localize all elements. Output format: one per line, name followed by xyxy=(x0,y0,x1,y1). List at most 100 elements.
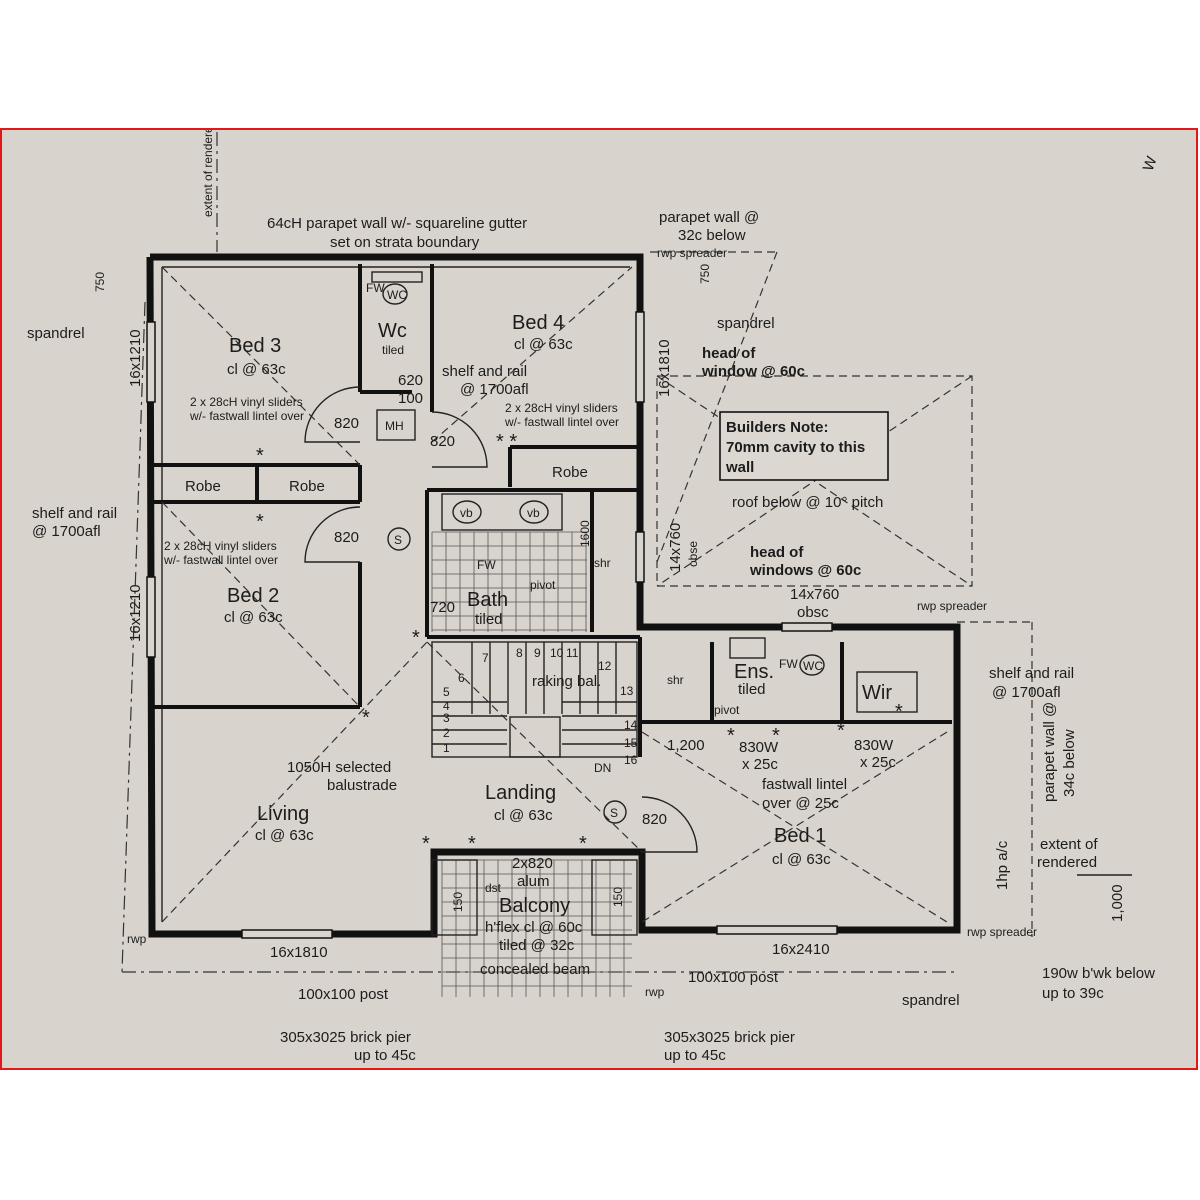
window-ens-side: 14x760 xyxy=(667,523,684,572)
raking-balustrade: raking bal. xyxy=(532,673,601,690)
asterisk-wir-1: * xyxy=(837,720,845,742)
asterisk-living: * xyxy=(362,707,370,729)
asterisk-balcony-1: * xyxy=(422,833,430,855)
asterisk-robe-bottom: * xyxy=(256,511,264,533)
obse-label: obse xyxy=(686,541,700,567)
balustrade-2: balustrade xyxy=(327,777,397,794)
asterisk-balcony-3: * xyxy=(579,833,587,855)
dim-150-left: 150 xyxy=(451,892,465,912)
shelf-rail-bed4-2: @ 1700afl xyxy=(460,381,529,398)
stair-step-number: 13 xyxy=(620,684,634,698)
asterisk-ens-2: * xyxy=(772,725,780,747)
door-swings xyxy=(304,386,698,853)
head-window-2: window @ 60c xyxy=(701,363,805,380)
wc-tiled: tiled xyxy=(382,343,404,357)
fixtures xyxy=(371,271,918,936)
balcony-tiled: tiled @ 32c xyxy=(499,937,575,954)
stair-step-number: 5 xyxy=(443,685,450,699)
robe-left: Robe xyxy=(185,478,221,495)
rwp-spreader-top: rwp spreader xyxy=(657,246,727,260)
window-bed2: 16x1210 xyxy=(127,584,144,642)
wc-symbol-upper: WC xyxy=(387,288,407,302)
bed1-ceiling: cl @ 63c xyxy=(772,851,831,868)
balcony-name: Balcony xyxy=(499,895,570,917)
fastwall-note-2: over @ 25c xyxy=(762,795,839,812)
stair-step-number: 15 xyxy=(624,736,638,750)
window-14x760: 14x760 xyxy=(790,586,839,603)
head-windows-1: head of xyxy=(750,544,804,561)
stair-step-number: 12 xyxy=(598,659,612,673)
ens-tiled: tiled xyxy=(738,681,766,698)
smoke-detector-1-label: S xyxy=(394,533,402,547)
vanity-basin-1: vb xyxy=(460,506,473,520)
wc-symbol-ensuite: WC xyxy=(803,659,823,673)
vanity-basin-2: vb xyxy=(527,506,540,520)
builders-note-title: Builders Note: xyxy=(726,419,829,436)
floor-plan: W extent of rendered 64cH parapet wall w… xyxy=(27,130,1161,1064)
spandrel-left: spandrel xyxy=(27,325,85,342)
sliders-b-2: w/- fastwall lintel over xyxy=(504,415,619,429)
door-820-bed1: 820 xyxy=(642,811,667,828)
drawing-sheet: W extent of rendered 64cH parapet wall w… xyxy=(0,128,1198,1070)
ens-name: Ens. xyxy=(734,661,774,683)
dim-1200: 1,200 xyxy=(667,737,705,754)
extent-rendered-right-2: rendered xyxy=(1037,854,1097,871)
door-alum: alum xyxy=(517,873,550,890)
rwp-spreader-bottom: rwp spreader xyxy=(967,925,1037,939)
bed3-ceiling: cl @ 63c xyxy=(227,361,286,378)
interior-walls xyxy=(152,264,952,757)
opening-830w-a-height: x 25c xyxy=(742,756,778,773)
sliders-a-2: w/- fastwall lintel over xyxy=(189,409,304,423)
opening-830w-b: 830W xyxy=(854,737,894,754)
stair-step-number: 14 xyxy=(624,718,638,732)
pivot-bath: pivot xyxy=(530,578,556,592)
head-window-1: head of xyxy=(702,345,756,362)
pier-left-1: 305x3025 brick pier xyxy=(280,1029,411,1046)
landing-name: Landing xyxy=(485,782,556,804)
dim-620: 620 xyxy=(398,372,423,389)
stair-step-number: 9 xyxy=(534,646,541,660)
obsc-label: obsc xyxy=(797,604,829,621)
asterisk-stair: * xyxy=(412,627,420,649)
asterisk-ens-1: * xyxy=(727,725,735,747)
stair-step-number: 16 xyxy=(624,753,638,767)
spandrel-right: spandrel xyxy=(717,315,775,332)
pier-right-2: up to 45c xyxy=(664,1047,726,1064)
stair-step-number: 2 xyxy=(443,726,450,740)
manhole-label: MH xyxy=(385,419,404,433)
door-820-bed2: 820 xyxy=(334,529,359,546)
smoke-detector-2-label: S xyxy=(610,806,618,820)
opening-830w-a: 830W xyxy=(739,739,779,756)
window-bed3: 16x1210 xyxy=(127,329,144,387)
builders-note-line3: wall xyxy=(725,459,754,476)
bed3-name: Bed 3 xyxy=(229,335,281,357)
stair-step-number: 10 xyxy=(550,646,564,660)
opening-830w-b-height: x 25c xyxy=(860,754,896,771)
rwp-balcony: rwp xyxy=(645,985,665,999)
fastwall-note-1: fastwall lintel xyxy=(762,776,847,793)
post-left: 100x100 post xyxy=(298,986,389,1003)
dim-750-left: 750 xyxy=(93,272,107,292)
ac-unit-label: 1hp a/c xyxy=(994,840,1011,890)
sliders-b-1: 2 x 28cH vinyl sliders xyxy=(505,401,618,415)
balcony-ceiling: h'flex cl @ 60c xyxy=(485,919,583,936)
dim-1000: 1,000 xyxy=(1109,884,1126,922)
robe-middle: Robe xyxy=(289,478,325,495)
fw-ensuite: FW xyxy=(779,657,798,671)
bed2-ceiling: cl @ 63c xyxy=(224,609,283,626)
parapet-side-2: 34c below xyxy=(1061,729,1078,797)
asterisk-balcony-2: * xyxy=(468,833,476,855)
shower-ensuite: shr xyxy=(667,673,684,687)
bath-tiled: tiled xyxy=(475,611,503,628)
spandrel-bottom: spandrel xyxy=(902,992,960,1009)
pier-left-2: up to 45c xyxy=(354,1047,416,1064)
sliders-c-1: 2 x 28cH vinyl sliders xyxy=(164,539,277,553)
wc-name: Wc xyxy=(378,320,407,342)
builders-note-box xyxy=(719,411,889,481)
bed4-ceiling: cl @ 63c xyxy=(514,336,573,353)
sliders-a-1: 2 x 28cH vinyl sliders xyxy=(190,395,303,409)
robe-bed4: Robe xyxy=(552,464,588,481)
window-living: 16x1810 xyxy=(270,944,328,961)
rwp-spreader-mid: rwp spreader xyxy=(917,599,987,613)
stair-step-number: 11 xyxy=(566,646,579,660)
